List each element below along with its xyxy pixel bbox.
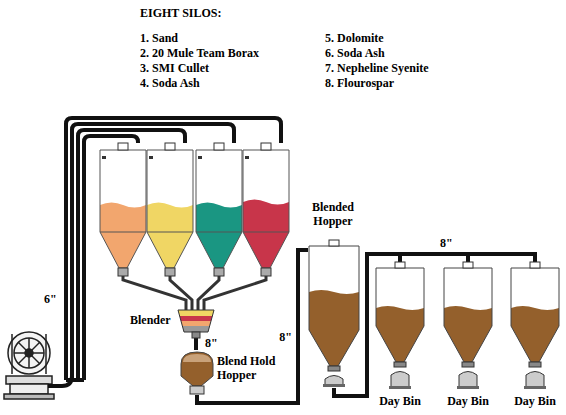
- silo-material: [196, 203, 242, 269]
- hopper-vent: [329, 240, 339, 246]
- silo-seam: [243, 232, 289, 233]
- valve-flange: [457, 386, 479, 389]
- silo-material: [147, 203, 193, 269]
- hold-shape: [180, 350, 214, 395]
- equipment-label: Blended Hopper: [306, 200, 360, 228]
- hopper-material: [511, 306, 559, 362]
- hopper-material: [376, 306, 424, 362]
- equipment-node: Day Bin: [375, 262, 432, 410]
- silo-list-item: 2. 20 Mule Team Borax: [140, 46, 259, 60]
- silo-material: [243, 200, 289, 269]
- discharge-gate: [118, 268, 128, 276]
- rotary-valve: [459, 372, 477, 389]
- pipe-size: 8": [203, 336, 220, 350]
- pipe-connector: [334, 254, 535, 396]
- diagram-title: EIGHT SILOS:: [140, 6, 221, 20]
- pipe-size: 8": [438, 236, 455, 250]
- silo-outline: [243, 150, 289, 268]
- silo-seam: [196, 232, 242, 233]
- hopper-vent: [395, 262, 405, 268]
- discharge-gate: [165, 268, 175, 276]
- silo-seam: [147, 232, 193, 233]
- level-sensor: [245, 156, 249, 159]
- daybin-shape: [443, 262, 493, 390]
- valve-flange: [323, 384, 345, 387]
- blower: [4, 332, 54, 399]
- pipe-connector: [197, 250, 308, 403]
- equipment-label: Day Bin: [438, 394, 498, 408]
- silo-vent: [118, 143, 128, 150]
- level-sensor: [198, 156, 202, 159]
- discharge-gate: [214, 268, 224, 276]
- equipment-node: Day Bin: [443, 262, 500, 410]
- silo-seam: [100, 232, 146, 233]
- level-sensor: [102, 156, 106, 159]
- feed-chute: [198, 276, 219, 310]
- silo-list-item: 6. Soda Ash: [325, 46, 385, 60]
- silo-list-item: 1. Sand: [140, 31, 178, 45]
- silo-list-item: 7. Nepheline Syenite: [325, 61, 429, 75]
- hold-hopper-dome: [183, 354, 211, 362]
- pipe-size: 8": [277, 330, 294, 344]
- equipment-label: Blend Hold Hopper: [217, 354, 279, 382]
- blender-shape: [178, 310, 214, 338]
- equipment-label: Blender: [130, 313, 176, 327]
- silo-list-item: 4. Soda Ash: [140, 76, 200, 90]
- silo-outline: [147, 150, 193, 268]
- pipe-connector: [194, 338, 198, 350]
- silo-group: [100, 143, 289, 310]
- silo-vent: [165, 143, 175, 150]
- rotary-valve: [526, 372, 544, 389]
- equipment-node: Blend Hold Hopper: [178, 348, 282, 400]
- discharge-gate: [261, 268, 271, 276]
- silo-material: [100, 203, 146, 269]
- silo-outline: [196, 150, 242, 268]
- daybin-shape: [510, 262, 560, 390]
- pipe-size: 6": [44, 292, 57, 306]
- hopper-material: [444, 306, 492, 362]
- feed-chute: [204, 276, 266, 310]
- hold-hopper-outlet: [190, 386, 204, 394]
- equipment-node: Blended Hopper: [304, 198, 362, 390]
- equipment-label: Day Bin: [370, 394, 430, 408]
- hopper-material: [309, 290, 359, 366]
- hopper-outlet: [394, 362, 406, 367]
- valve-flange: [389, 386, 411, 389]
- feed-chute: [123, 276, 186, 310]
- hopper-outline: [376, 268, 424, 362]
- hopper-outline: [309, 246, 359, 366]
- silo-outline: [100, 150, 146, 268]
- blender-outlet: [192, 332, 200, 338]
- blended-shape: [308, 238, 360, 388]
- hopper-vent: [463, 262, 473, 268]
- hopper-outline: [511, 268, 559, 362]
- feed-chute: [170, 276, 192, 310]
- hopper-outlet: [328, 366, 340, 371]
- hopper-outlet: [462, 362, 474, 367]
- hold-hopper-body: [181, 352, 213, 386]
- silo-list-item: 8. Flourospar: [325, 76, 394, 90]
- daybin-shape: [375, 262, 425, 390]
- pneumatic-lines: [48, 118, 281, 386]
- hopper-outline: [444, 268, 492, 362]
- blender-material: [178, 310, 214, 332]
- convey-pipe: [66, 118, 281, 380]
- hopper-vent: [530, 262, 540, 268]
- silo-vent: [261, 143, 271, 150]
- rotary-valve: [391, 372, 409, 389]
- pipe-manifold: [66, 378, 84, 382]
- equipment-label: Day Bin: [505, 394, 565, 408]
- equipment-node: Day Bin: [510, 262, 566, 410]
- silo-list-item: 3. SMI Cullet: [140, 61, 209, 75]
- blender-outline: [178, 310, 214, 332]
- level-sensor: [149, 156, 153, 159]
- silo-list-item: 5. Dolomite: [325, 31, 384, 45]
- valve-flange: [524, 386, 546, 389]
- silo-vent: [214, 143, 224, 150]
- hopper-outlet: [529, 362, 541, 367]
